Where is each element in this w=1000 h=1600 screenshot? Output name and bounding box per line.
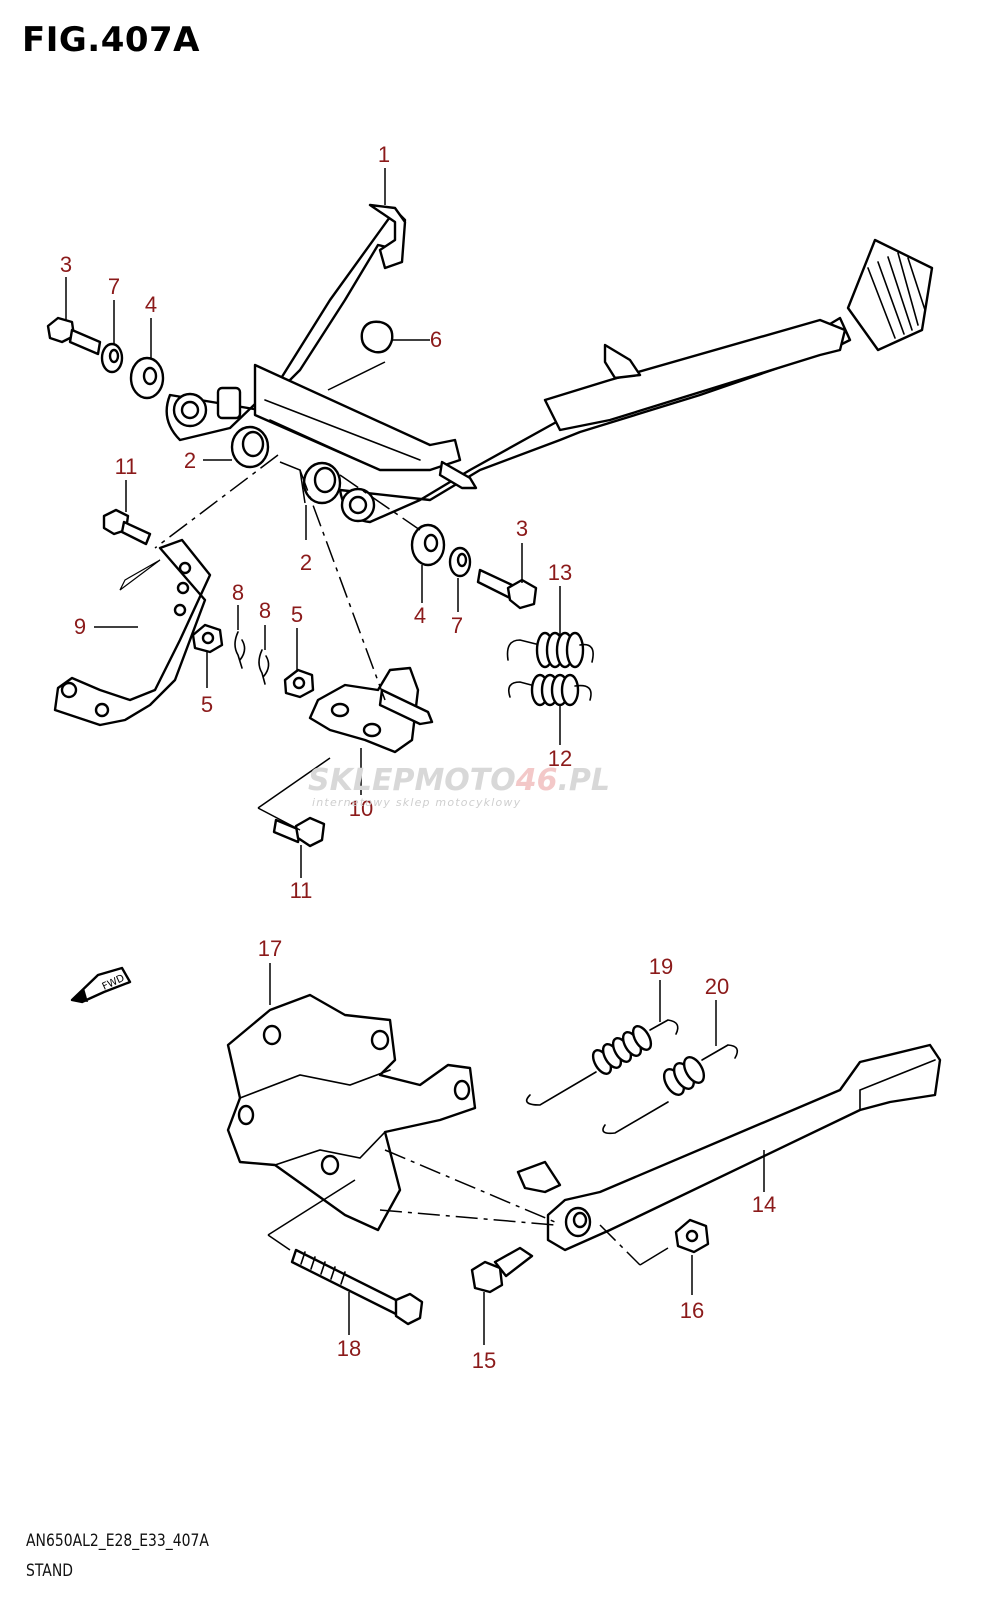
bracket-left: [53, 538, 212, 727]
bushing-lower: [302, 461, 342, 505]
callout-1: 1: [378, 142, 390, 167]
callout-19: 19: [649, 954, 673, 979]
callout-2-lower: 2: [300, 550, 312, 575]
watermark-text-3: .PL: [558, 763, 611, 798]
watermark: SKLEPMOTO46.PL internetowy sklep motocyk…: [308, 763, 610, 809]
callout-13: 13: [548, 560, 572, 585]
callout-11-upper: 11: [115, 454, 138, 479]
spring-19: [525, 1019, 679, 1106]
side-stand-bracket: [226, 993, 477, 1232]
washer-left: [100, 342, 124, 374]
nut-left: [191, 623, 224, 654]
bolt-left: [46, 316, 102, 356]
washer-right: [448, 546, 472, 578]
callout-12: 12: [548, 746, 572, 771]
long-bolt: [290, 1248, 424, 1326]
callout-4-right: 4: [414, 603, 426, 628]
callout-17: 17: [258, 936, 282, 961]
nut-side-stand: [674, 1218, 710, 1254]
fwd-arrow-icon: FWD: [70, 966, 132, 1004]
callout-10: 10: [349, 796, 373, 821]
assembly-lines-upper: [119, 361, 421, 831]
plate-washer-left: [129, 356, 165, 400]
callout-2-upper: 2: [184, 448, 196, 473]
spring-12: [507, 673, 592, 707]
callout-3-right: 3: [516, 516, 528, 541]
callout-9: 9: [74, 614, 86, 639]
figure-footer: AN650AL2_E28_E33_407A STAND: [26, 1526, 209, 1586]
callout-labels: 1 3 7 4 6 2 11 2 3 4 7 13 12 8 8 5 5 9 1…: [60, 142, 776, 1373]
cotter-pin-b: [258, 649, 270, 685]
spring-13: [506, 631, 594, 669]
stopper-rubber: [360, 320, 394, 354]
center-stand-assembly: [165, 203, 934, 524]
callout-20: 20: [705, 974, 729, 999]
leader-lines: [65, 168, 765, 1345]
figure-title: FIG.407A: [22, 20, 200, 60]
callout-15: 15: [472, 1348, 496, 1373]
svg-text:SKLEPMOTO46.PL: SKLEPMOTO46.PL: [308, 763, 610, 798]
callout-8a: 8: [232, 580, 244, 605]
bolt-right: [476, 568, 538, 610]
spring-20: [602, 1044, 739, 1135]
watermark-text-1: SKLEPMOTO: [308, 763, 516, 798]
callout-11-lower: 11: [290, 878, 313, 903]
watermark-text-2: 46: [515, 763, 558, 798]
cotter-pin-a: [234, 631, 246, 669]
callout-5-right: 5: [291, 602, 303, 627]
flange-bolt-upper: [102, 508, 152, 546]
callout-18: 18: [337, 1336, 361, 1361]
callout-16: 16: [680, 1298, 704, 1323]
flange-bolt-lower: [272, 816, 326, 848]
callout-7-right: 7: [451, 613, 463, 638]
callout-3-left: 3: [60, 252, 72, 277]
watermark-tagline: internetowy sklep motocyklowy: [312, 796, 521, 809]
bracket-right: [308, 666, 434, 754]
callout-14: 14: [752, 1192, 776, 1217]
assembly-lines-lower: [267, 1149, 669, 1266]
callout-4-left: 4: [145, 292, 157, 317]
callout-8b: 8: [259, 598, 271, 623]
pivot-bolt: [470, 1246, 534, 1294]
plate-washer-right: [410, 523, 446, 567]
bushing-upper: [230, 425, 270, 469]
callout-5-left: 5: [201, 692, 213, 717]
section-name: STAND: [26, 1561, 73, 1581]
model-code: AN650AL2_E28_E33_407A: [26, 1531, 209, 1551]
callout-6: 6: [430, 327, 442, 352]
callout-7-left: 7: [108, 274, 120, 299]
nut-right: [283, 668, 315, 699]
side-stand: [516, 1043, 942, 1252]
